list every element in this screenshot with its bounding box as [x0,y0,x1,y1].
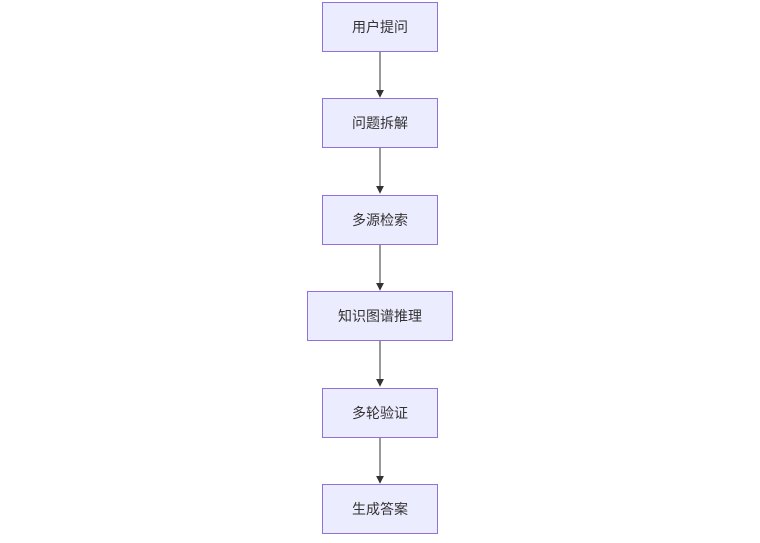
node-question-decomposition: 问题拆解 [322,98,438,148]
node-knowledge-graph-reasoning-label: 知识图谱推理 [338,309,422,325]
node-user-question: 用户提问 [322,2,438,52]
node-multi-round-verification-label: 多轮验证 [352,406,408,422]
node-multi-source-retrieval-label: 多源检索 [352,213,408,229]
node-knowledge-graph-reasoning: 知识图谱推理 [307,291,453,341]
node-user-question-label: 用户提问 [352,20,408,36]
node-multi-round-verification: 多轮验证 [322,388,438,438]
node-multi-source-retrieval: 多源检索 [322,195,438,245]
node-generate-answer-label: 生成答案 [352,502,408,518]
node-question-decomposition-label: 问题拆解 [352,116,408,132]
node-generate-answer: 生成答案 [322,484,438,534]
